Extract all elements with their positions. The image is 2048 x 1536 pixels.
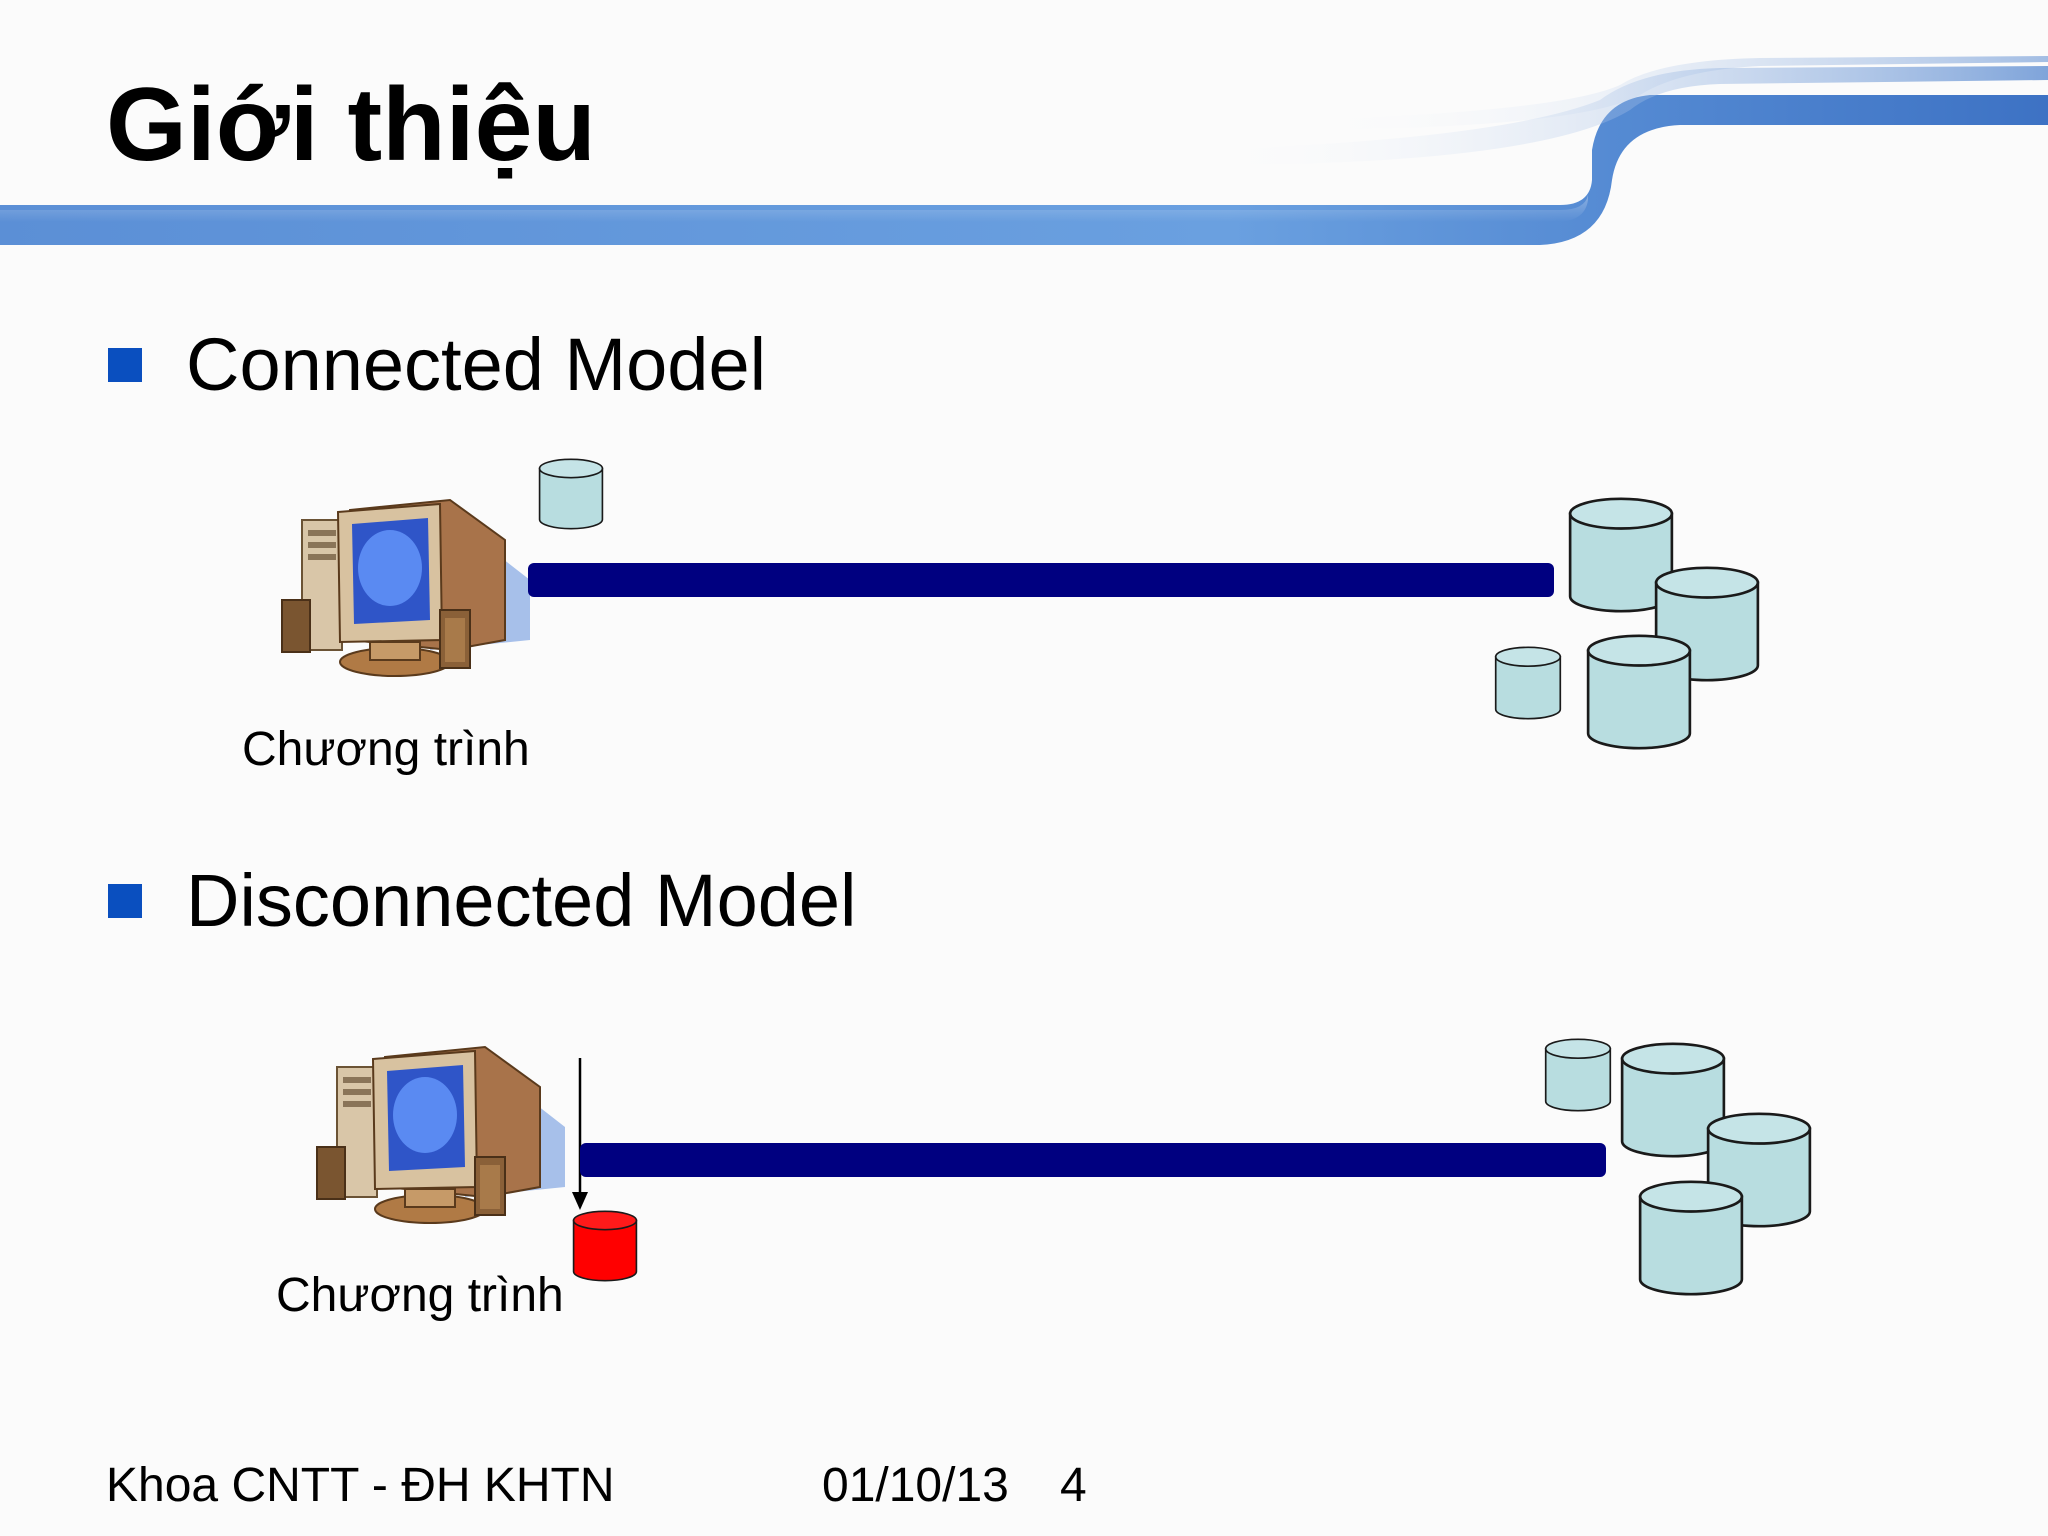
connection-bar bbox=[580, 1143, 1606, 1177]
computer-icon bbox=[315, 1045, 567, 1225]
bullet-label: Connected Model bbox=[186, 323, 767, 406]
footer-page-number: 4 bbox=[1060, 1459, 1087, 1512]
connected-program-caption: Chương trình bbox=[242, 723, 530, 776]
bullet-disconnected-model: Disconnected Model bbox=[108, 856, 856, 946]
bullet-square-icon bbox=[108, 348, 142, 382]
arrow-head-icon bbox=[572, 1192, 588, 1210]
bullet-label: Disconnected Model bbox=[186, 859, 857, 942]
bullet-square-icon bbox=[108, 884, 142, 918]
footer-org: Khoa CNTT - ĐH KHTN bbox=[106, 1459, 615, 1512]
footer-date: 01/10/13 bbox=[822, 1459, 1009, 1512]
local-cache-database-icon bbox=[572, 1210, 638, 1282]
disconnected-program-caption: Chương trình bbox=[276, 1269, 564, 1322]
computer-icon bbox=[280, 498, 532, 678]
bullet-connected-model: Connected Model bbox=[108, 320, 766, 410]
database-icon bbox=[1494, 646, 1562, 720]
database-icon bbox=[1544, 1038, 1612, 1112]
connection-bar bbox=[528, 563, 1554, 597]
database-icon bbox=[1638, 1180, 1744, 1296]
database-icon bbox=[538, 458, 604, 530]
header-band bbox=[0, 56, 2048, 245]
slide-title: Giới thiệu bbox=[106, 67, 596, 183]
database-icon bbox=[1586, 634, 1692, 750]
